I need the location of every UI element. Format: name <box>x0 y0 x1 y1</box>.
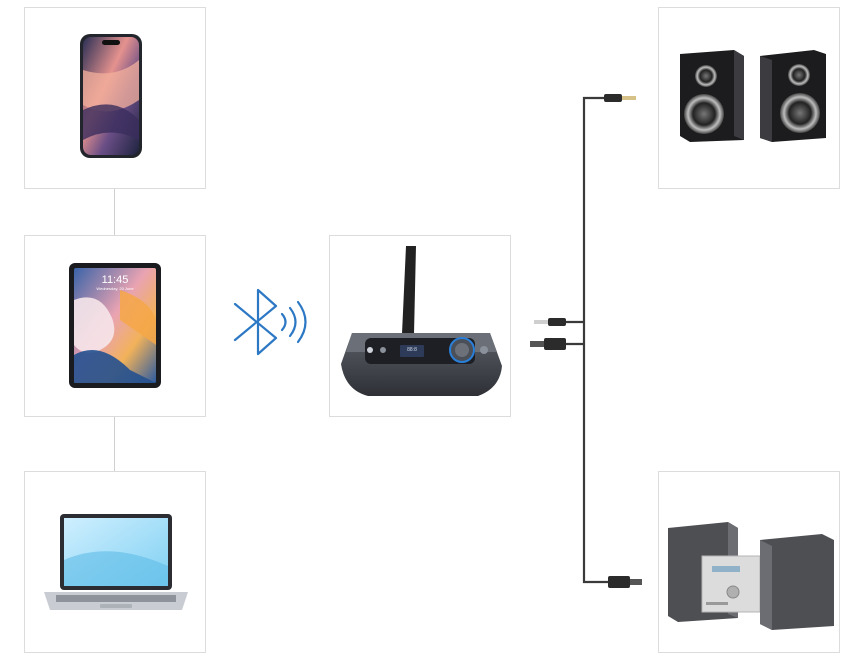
aux-cable-middle <box>534 318 584 326</box>
bluetooth-transmitter-icon <box>341 246 502 396</box>
laptop-icon <box>44 514 188 610</box>
phone-tablet-connector <box>114 189 115 235</box>
stereo-system-icon <box>668 522 834 630</box>
transmitter-display-text: 88:8 <box>407 347 417 353</box>
speakers-icon <box>680 50 826 142</box>
optical-cable-bottom <box>582 556 642 588</box>
optical-cable-middle <box>530 338 584 350</box>
bluetooth-icon <box>233 288 307 356</box>
aux-cable-top <box>582 94 636 556</box>
tablet-clock-text: 11:45 <box>101 274 129 286</box>
tablet-icon <box>69 263 161 388</box>
tablet-date-text: Wednesday, 20 June <box>96 286 134 291</box>
smartphone-icon <box>80 34 142 158</box>
tablet-laptop-connector <box>114 417 115 471</box>
